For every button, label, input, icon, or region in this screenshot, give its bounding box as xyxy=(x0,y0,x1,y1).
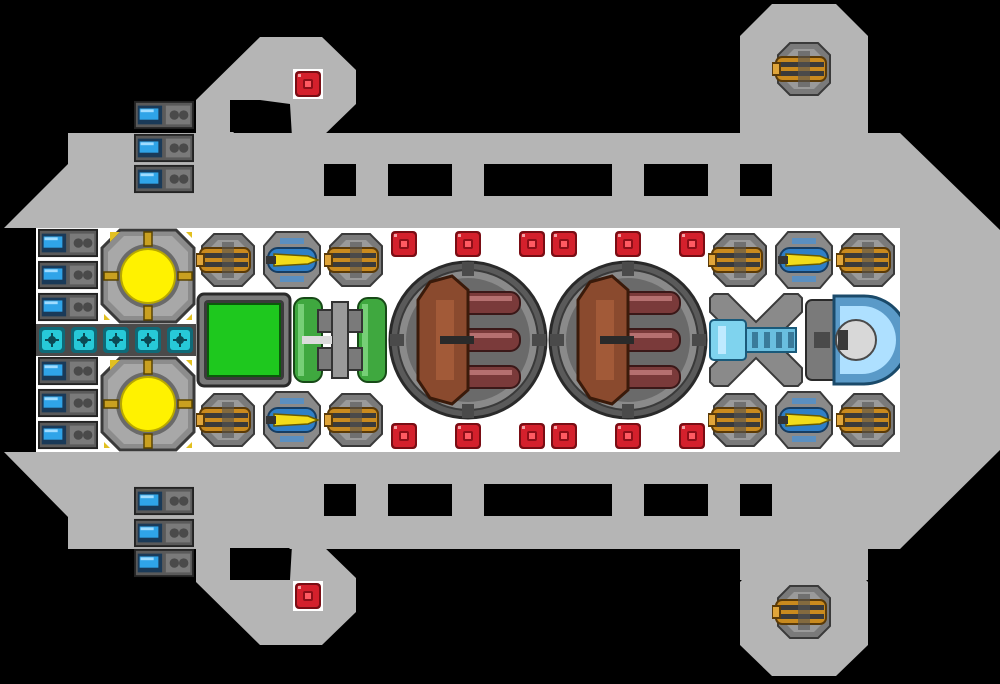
green-shield-generator-19[interactable] xyxy=(196,292,292,388)
red-armor-block-49[interactable] xyxy=(549,421,579,451)
cyan-conduit-14[interactable] xyxy=(100,324,132,356)
cyan-conduit-16[interactable] xyxy=(164,324,196,356)
blue-battery-cell-0[interactable] xyxy=(133,100,195,130)
red-armor-block-47[interactable] xyxy=(453,421,483,451)
red-armor-block-39[interactable] xyxy=(293,69,323,99)
red-armor-block-51[interactable] xyxy=(677,421,707,451)
cyan-conduit-13[interactable] xyxy=(68,324,100,356)
blue-cockpit-dome-24[interactable] xyxy=(804,294,908,386)
blue-battery-cell-4[interactable] xyxy=(133,518,195,548)
red-armor-block-44[interactable] xyxy=(613,229,643,259)
red-armor-block-41[interactable] xyxy=(453,229,483,259)
yellow-missile-launcher-32[interactable] xyxy=(263,391,321,449)
red-armor-block-42[interactable] xyxy=(517,229,547,259)
yellow-reactor-core-18[interactable] xyxy=(100,356,196,452)
red-armor-block-40[interactable] xyxy=(389,229,419,259)
blue-battery-cell-1[interactable] xyxy=(133,133,195,163)
triple-barrel-turret-21[interactable] xyxy=(388,260,548,420)
cyan-conduit-15[interactable] xyxy=(132,324,164,356)
triple-barrel-turret-22[interactable] xyxy=(548,260,708,420)
blue-battery-cell-9[interactable] xyxy=(37,356,99,386)
blue-battery-cell-11[interactable] xyxy=(37,420,99,450)
red-armor-block-45[interactable] xyxy=(677,229,707,259)
hull-windows xyxy=(230,100,772,580)
yellow-missile-launcher-35[interactable] xyxy=(775,391,833,449)
red-armor-block-43[interactable] xyxy=(549,229,579,259)
red-armor-block-50[interactable] xyxy=(613,421,643,451)
blue-battery-cell-5[interactable] xyxy=(133,548,195,578)
blue-battery-cell-6[interactable] xyxy=(37,228,99,258)
red-armor-block-48[interactable] xyxy=(517,421,547,451)
blue-battery-cell-10[interactable] xyxy=(37,388,99,418)
blue-battery-cell-8[interactable] xyxy=(37,292,99,322)
yellow-missile-launcher-29[interactable] xyxy=(775,231,833,289)
yellow-missile-launcher-26[interactable] xyxy=(263,231,321,289)
yellow-reactor-core-17[interactable] xyxy=(100,228,196,324)
blue-battery-cell-7[interactable] xyxy=(37,260,99,290)
red-armor-block-52[interactable] xyxy=(293,581,323,611)
blue-battery-cell-2[interactable] xyxy=(133,164,195,194)
blue-battery-cell-3[interactable] xyxy=(133,486,195,516)
red-armor-block-46[interactable] xyxy=(389,421,419,451)
green-fuel-tank-20[interactable] xyxy=(293,297,387,383)
cyan-conduit-12[interactable] xyxy=(36,324,68,356)
